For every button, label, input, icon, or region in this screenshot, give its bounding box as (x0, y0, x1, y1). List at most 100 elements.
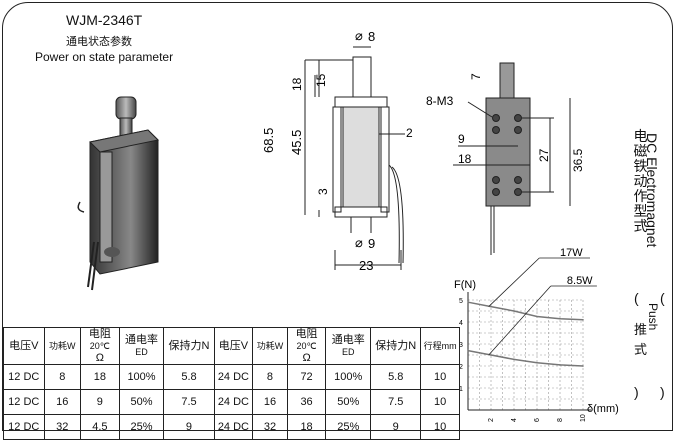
cell: 4.5 (80, 414, 120, 440)
dim-d-plunger-symbol: ⌀ (355, 28, 363, 43)
paren-close-cn: ) (634, 384, 639, 400)
series-point (559, 364, 561, 366)
cell: 10 (420, 364, 460, 390)
paren-close-en: ) (660, 384, 665, 400)
y-axis-label: F(N) (454, 279, 476, 291)
series-leader-line (488, 257, 540, 307)
paren-open-cn: ( (634, 290, 639, 306)
side-dimension-drawing: 7 8-M3 9 18 27 36.5 (426, 62, 585, 255)
cell: 12 DC (3, 414, 45, 440)
cell: 50% (325, 389, 372, 415)
cell: 32 (252, 414, 288, 440)
cell: 9 (163, 414, 215, 440)
x-tick-label: 10 (580, 414, 587, 422)
cell: 8 (252, 364, 288, 390)
series-label: 8.5W (567, 275, 593, 287)
cell: 9 (80, 389, 120, 415)
series-point (559, 317, 561, 320)
model-number: WJM-2346T (66, 12, 143, 28)
cell: 10 (420, 414, 460, 440)
series-point (582, 319, 584, 321)
side-dim-hole-height: 27 (537, 148, 551, 162)
side-push-cn: 推式 (633, 322, 647, 357)
cell: 8 (43, 364, 82, 390)
x-axis-label: δ(mm) (587, 403, 619, 415)
cell: 24 DC (213, 414, 254, 440)
dim-h-head: 18 (290, 77, 304, 91)
cell: 100% (118, 364, 165, 390)
cell: 36 (286, 389, 327, 415)
col-stroke: 行程mm (420, 327, 460, 365)
col-hold-2: 保持力N (370, 327, 422, 365)
cell: 16 (252, 389, 288, 415)
series-point (582, 365, 584, 367)
col-power-2: 功耗W (252, 327, 288, 365)
cell: 10 (420, 389, 460, 415)
side-dim-hole-spacing: 9 (458, 132, 465, 146)
cell: 100% (325, 364, 372, 390)
series-leader-line (488, 285, 552, 356)
cell: 12 DC (3, 389, 45, 415)
y-tick-label: 5 (459, 298, 463, 305)
dim-d-plunger: 8 (368, 29, 375, 44)
col-voltage-2: 电压V (213, 327, 254, 365)
series-point (467, 301, 469, 303)
cell: 7.5 (370, 389, 422, 415)
cell: 5.8 (370, 364, 422, 390)
cell: 24 DC (213, 364, 254, 390)
cell: 9 (370, 414, 422, 440)
side-push-en: Push (646, 303, 660, 331)
side-dim-top: 7 (469, 73, 483, 80)
dim-h-head-inner: 15 (314, 73, 328, 87)
x-tick-label: 8 (557, 418, 564, 422)
x-tick-label: 4 (511, 418, 518, 422)
series-point (513, 310, 515, 312)
cell: 32 (43, 414, 82, 440)
paren-open-en: ( (660, 290, 665, 306)
side-title-cn: 电磁铁动作型式 (633, 128, 648, 234)
series-point (536, 361, 538, 364)
series-point (490, 354, 492, 356)
cell: 7.5 (163, 389, 215, 415)
y-tick-label: 1 (459, 386, 463, 393)
y-tick-label: 4 (459, 320, 463, 327)
chart-grid (467, 299, 584, 411)
series-point (490, 305, 492, 308)
side-dim-width: 18 (458, 152, 472, 166)
col-power-1: 功耗W (43, 327, 82, 365)
dim-h-bottom: 3 (316, 188, 330, 195)
solenoid-product-illustration (77, 96, 160, 291)
cell: 72 (286, 364, 327, 390)
cell: 12 DC (3, 364, 45, 390)
dim-d-bottom-symbol: ⌀ (355, 235, 363, 250)
cell: 16 (43, 389, 82, 415)
cell: 18 (80, 364, 120, 390)
cell: 18 (286, 414, 327, 440)
y-tick-label: 3 (459, 342, 463, 349)
cell: 24 DC (213, 389, 254, 415)
dim-h-body: 45.5 (289, 130, 304, 155)
x-tick-label: 2 (488, 418, 495, 422)
col-hold-1: 保持力N (163, 327, 215, 365)
series-line (467, 349, 584, 367)
front-dimension-drawing: ⌀ 8 68.5 45.5 18 15 3 2 ⌀ 9 23 (261, 28, 413, 273)
subtitle-en: Power on state parameter (35, 50, 174, 64)
cell: 25% (118, 414, 165, 440)
series-label: 17W (560, 247, 583, 259)
cell: 50% (118, 389, 165, 415)
side-dim-body-height: 36.5 (571, 148, 585, 172)
cell: 25% (325, 414, 372, 440)
col-voltage-1: 电压V (3, 327, 45, 365)
series-point (536, 315, 538, 318)
dim-h-total: 68.5 (261, 128, 276, 153)
